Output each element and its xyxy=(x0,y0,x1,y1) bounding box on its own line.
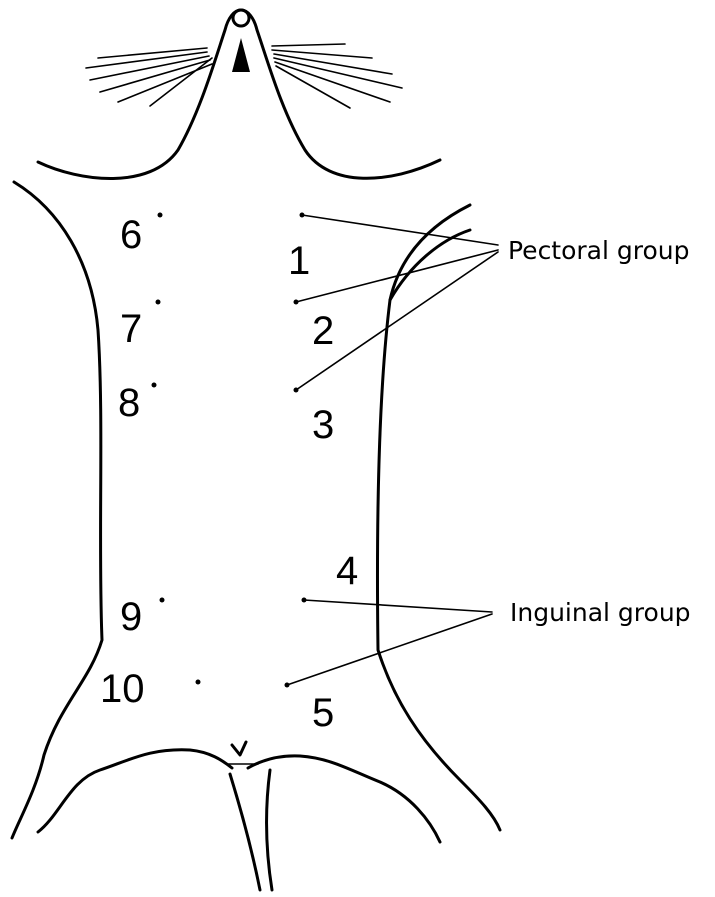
nipple-markers xyxy=(152,213,307,688)
inguinal-group-label: Inguinal group xyxy=(510,598,691,627)
gland-number-4: 4 xyxy=(336,549,358,593)
nipple-6 xyxy=(158,213,163,218)
gland-number-6: 6 xyxy=(120,213,142,257)
gland-number-8: 8 xyxy=(118,381,140,425)
whiskers-right xyxy=(272,44,402,108)
rat-head-outline xyxy=(38,10,440,179)
gland-number-9: 9 xyxy=(120,595,142,639)
gland-number-1: 1 xyxy=(288,239,310,283)
pectoral-group-label: Pectoral group xyxy=(508,236,690,265)
whiskers-left xyxy=(86,48,212,106)
rat-body-outline xyxy=(12,182,500,838)
nipple-7 xyxy=(156,300,161,305)
gland-number-5: 5 xyxy=(312,691,334,735)
pectoral-leader-lines xyxy=(296,215,498,390)
gland-number-10: 10 xyxy=(100,667,145,711)
hind-legs-and-tail xyxy=(38,742,440,890)
nipple-9 xyxy=(160,598,165,603)
inguinal-leader-lines xyxy=(287,600,492,685)
gland-number-7: 7 xyxy=(120,307,142,351)
gland-number-2: 2 xyxy=(312,309,334,353)
nipple-10 xyxy=(196,680,201,685)
gland-number-3: 3 xyxy=(312,403,334,447)
nipple-8 xyxy=(152,383,157,388)
